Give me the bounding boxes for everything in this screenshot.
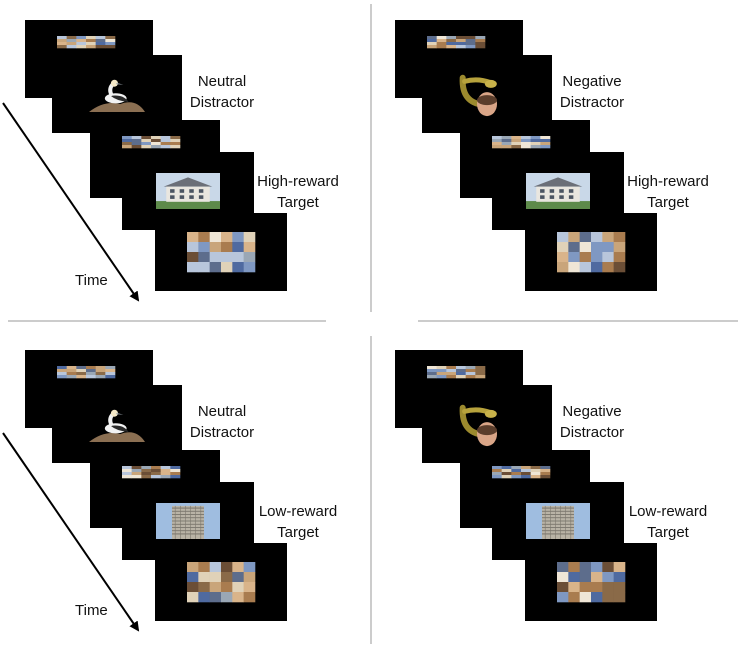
target-label-line1: High-reward <box>627 173 709 190</box>
mosaic-image <box>187 562 256 603</box>
mosaic-image <box>122 136 181 149</box>
target-screen <box>122 152 254 230</box>
bird-image <box>85 406 149 442</box>
mosaic-image <box>122 466 181 479</box>
distractor-label-line1: Neutral <box>198 403 246 420</box>
search-array-screen <box>155 213 287 291</box>
distractor-label-line2: Distractor <box>190 94 254 111</box>
time-arrow <box>2 102 140 302</box>
distractor-label-line2: Distractor <box>560 424 624 441</box>
house-image <box>526 173 590 209</box>
target-label-line1: Low-reward <box>259 503 337 520</box>
house-image <box>156 173 220 209</box>
time-label: Time <box>75 602 108 619</box>
snake-image <box>455 404 519 447</box>
search-array-screen <box>525 543 657 621</box>
snake-image <box>455 74 519 117</box>
mosaic-image <box>427 366 486 379</box>
search-array-screen <box>525 213 657 291</box>
target-label-line2: Target <box>277 194 320 211</box>
mosaic-image <box>57 366 116 379</box>
mosaic-image <box>492 136 551 149</box>
time-label: Time <box>75 272 108 289</box>
mosaic-image <box>187 232 256 273</box>
mosaic-image <box>427 36 486 49</box>
distractor-label-line1: Negative <box>562 403 621 420</box>
search-array-screen <box>155 543 287 621</box>
bird-image <box>85 76 149 112</box>
distractor-label-line2: Distractor <box>190 424 254 441</box>
mosaic-image <box>57 36 116 49</box>
target-label-line2: Target <box>277 524 320 541</box>
mosaic-image <box>492 466 551 479</box>
building-image <box>526 503 590 539</box>
target-label-line2: Target <box>647 194 690 211</box>
mosaic-image <box>557 232 626 273</box>
distractor-label-line1: Neutral <box>198 73 246 90</box>
distractor-label-line1: Negative <box>562 73 621 90</box>
mosaic-image <box>557 562 626 603</box>
time-arrow <box>2 432 140 632</box>
distractor-label-line2: Distractor <box>560 94 624 111</box>
target-label-line2: Target <box>647 524 690 541</box>
target-label-line1: High-reward <box>257 173 339 190</box>
building-image <box>156 503 220 539</box>
target-label-line1: Low-reward <box>629 503 707 520</box>
